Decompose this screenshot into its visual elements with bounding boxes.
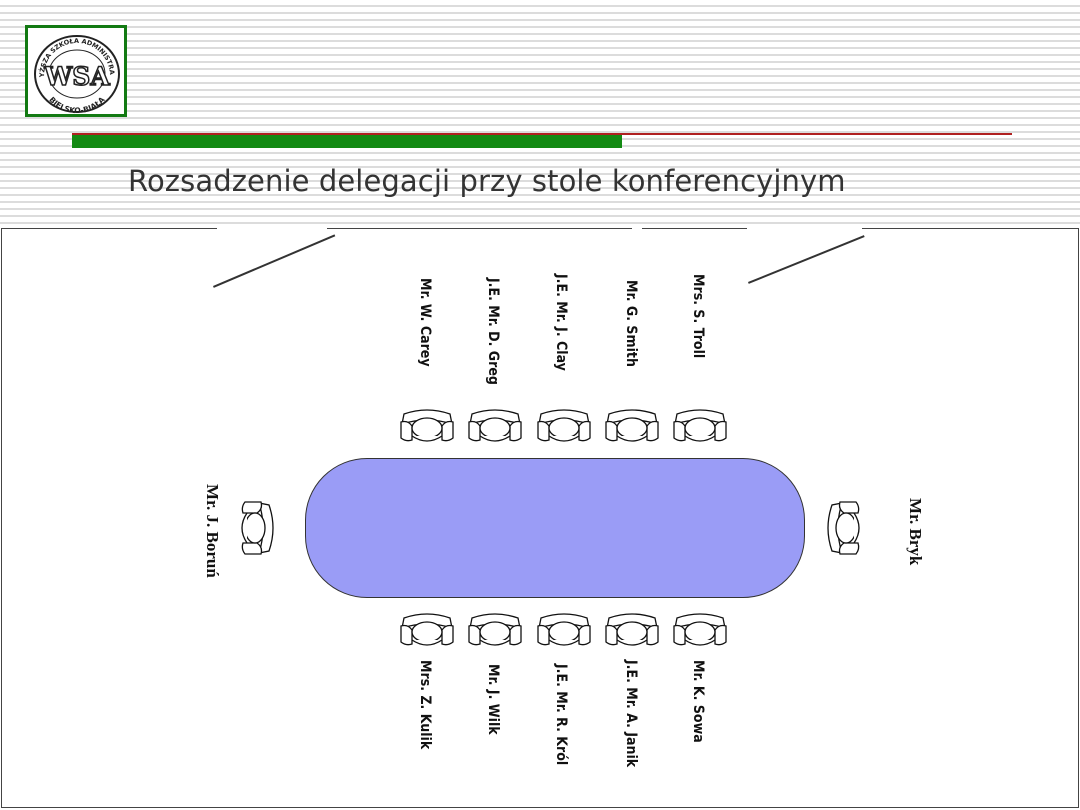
seat-name-bottom: J.E. Mr. R. Król [553,664,569,766]
armchair-icon [826,499,862,557]
wsa-logo: WYŻSZA SZKOŁA ADMINISTRACJI BIELSKO-BIAŁ… [25,25,127,117]
page-title: Rozsadzenie delegacji przy stole konfere… [128,164,846,198]
armchair-icon [535,408,593,444]
armchair-icon [466,612,524,648]
armchair-icon [398,612,456,648]
armchair-icon [671,612,729,648]
header-stripes [0,0,1080,228]
seat-name-bottom: J.E. Mr. A. Janik [623,660,639,768]
door-line-right [748,235,865,284]
seat-name-bottom: Mr. J. Wilk [485,664,501,735]
header-rule-red [72,133,1012,135]
seat-name-left: Mr. J. Boruń [203,484,222,578]
seat-name-top: Mr. W. Carey [417,278,433,367]
armchair-icon [603,408,661,444]
seat-name-top: J.E. Mr. D. Greg [485,278,501,385]
conference-table [305,458,805,598]
armchair-icon [398,408,456,444]
seat-name-bottom: Mrs. Z. Kulik [417,660,433,750]
armchair-icon [239,499,275,557]
border-gap [632,227,642,233]
armchair-icon [466,408,524,444]
armchair-icon [603,612,661,648]
seat-name-bottom: Mr. K. Sowa [690,660,706,743]
border-gap [217,227,327,233]
seat-name-top: Mr. G. Smith [623,280,639,367]
seat-name-top: J.E. Mr. J. Clay [553,274,569,371]
header-rule-green [72,135,622,148]
logo-mark: WSA [43,62,110,91]
armchair-icon [671,408,729,444]
border-gap [747,227,862,233]
seat-name-top: Mrs. S. Troll [690,274,706,359]
door-line-left [213,234,336,288]
seat-name-right: Mr. Bryk [906,498,925,566]
armchair-icon [535,612,593,648]
